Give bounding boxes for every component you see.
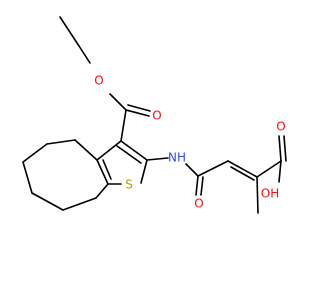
bond [227,160,258,178]
bond [278,160,282,183]
bond [22,161,33,194]
bond [195,175,199,196]
hydroxyl-atom-label: OH [261,187,279,201]
bond [120,109,127,142]
bond [120,140,148,161]
bond [200,176,204,196]
bond [59,16,80,47]
bond [46,139,76,145]
bond [256,160,282,178]
bond [31,192,64,211]
bond [230,166,255,181]
bond [127,104,151,112]
molecule-diagram: O O NH S O O OH [22,16,287,214]
bond [278,135,282,162]
atom-label-layer: O O NH S O O OH [94,74,285,211]
bond [96,140,122,161]
bond [96,159,109,185]
bond [22,143,48,163]
bond [95,183,109,199]
bond [146,157,169,161]
nitrogen-atom-label: NH [168,151,186,165]
oxygen-atom-label: O [194,197,203,211]
bond [74,139,98,161]
bond [116,145,142,164]
bond [197,160,229,177]
bond [62,197,97,211]
bond [78,45,91,64]
oxygen-atom-label: O [276,120,285,134]
bond [109,93,127,111]
bond [283,135,287,162]
bond-layer [22,16,287,214]
bond [256,176,259,214]
bond [125,109,150,117]
structure-svg: O O NH S O O OH [22,16,287,214]
bond [185,163,199,177]
bond [102,159,112,180]
oxygen-atom-label: O [94,74,103,88]
bond [140,159,148,184]
sulfur-atom-label: S [125,178,133,192]
oxygen-atom-label: O [152,109,161,123]
